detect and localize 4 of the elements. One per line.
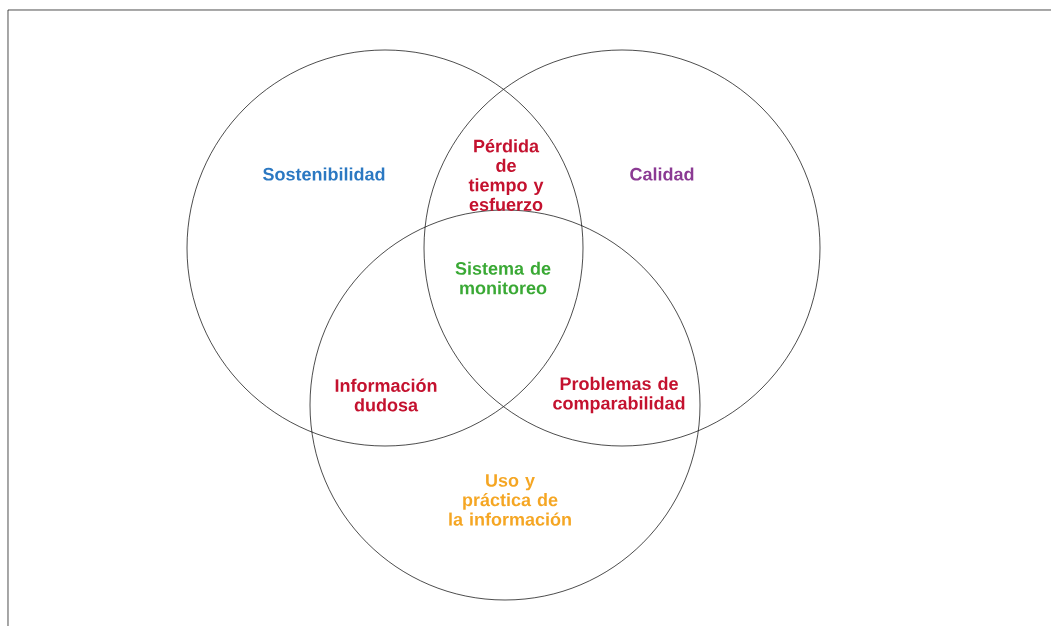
- region-label: Información dudosa: [335, 378, 437, 412]
- region-label: Problemas de comparabilidad: [553, 376, 685, 414]
- region-label: Pérdida de tiempo y esfuerzo: [468, 139, 544, 211]
- region-label: Sistema de monitoreo: [455, 261, 551, 295]
